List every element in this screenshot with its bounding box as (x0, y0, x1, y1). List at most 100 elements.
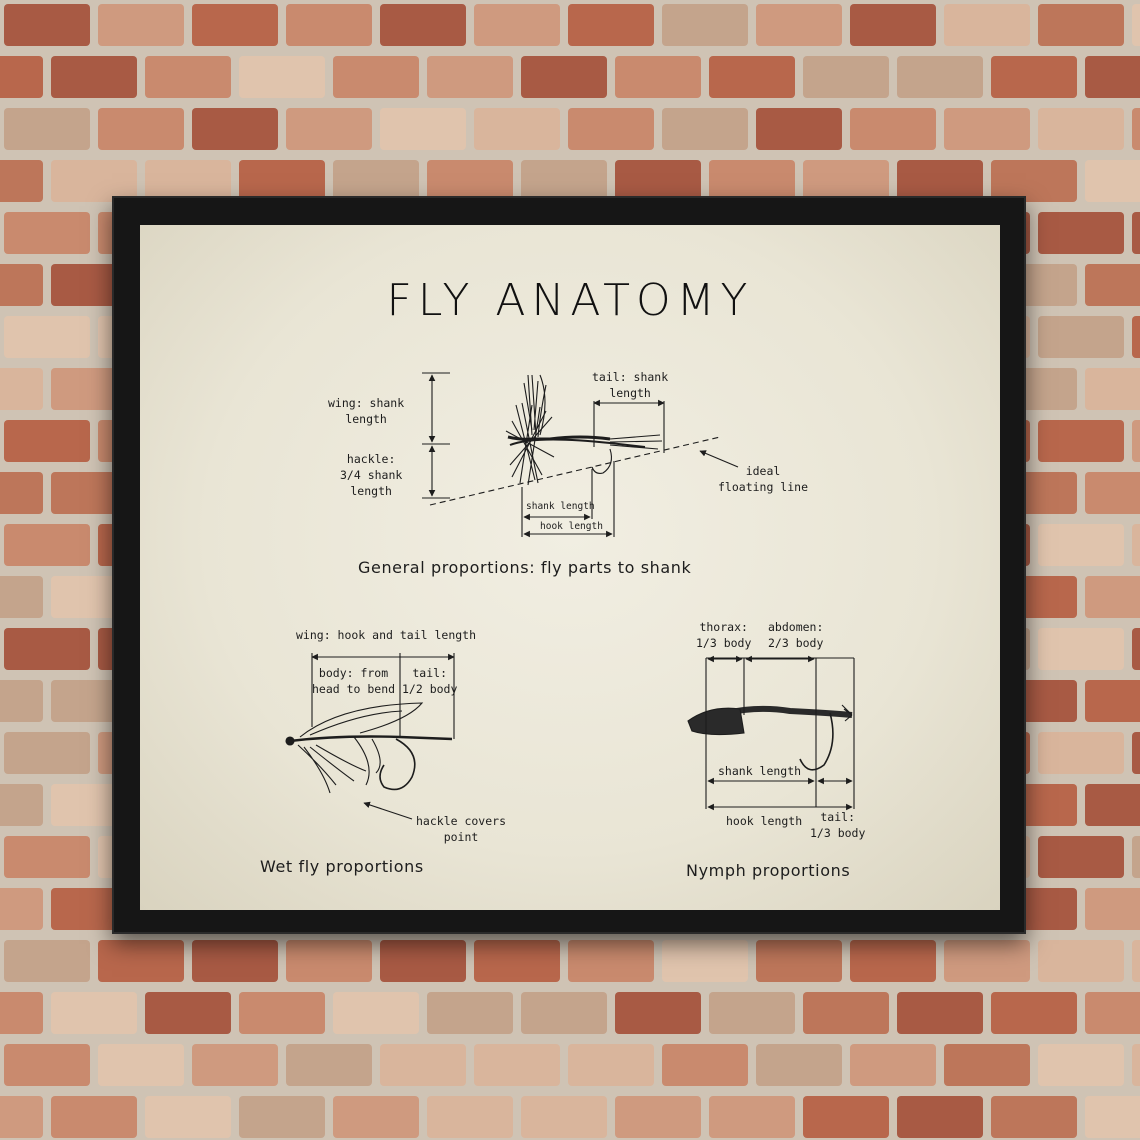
nymph-illustration (687, 704, 853, 771)
brick (474, 1044, 560, 1086)
brick (615, 56, 701, 98)
poster: FLY ANATOMY (140, 225, 1000, 910)
brick (803, 1096, 889, 1138)
brick (4, 836, 90, 878)
brick (897, 992, 983, 1034)
brick (239, 1096, 325, 1138)
brick (1038, 108, 1124, 150)
brick (4, 628, 90, 670)
brick (568, 1044, 654, 1086)
brick (1038, 420, 1124, 462)
brick (474, 4, 560, 46)
wet-wing-label: wing: hook and tail length (296, 628, 477, 642)
dry-shank-length-label: shank length (526, 501, 595, 512)
brick (333, 160, 419, 202)
brick (1038, 732, 1124, 774)
brick (709, 160, 795, 202)
brick (239, 56, 325, 98)
brick (1132, 524, 1140, 566)
brick (380, 4, 466, 46)
brick (1085, 888, 1140, 930)
brick (51, 160, 137, 202)
brick (4, 420, 90, 462)
brick (1132, 108, 1140, 150)
brick (0, 576, 43, 618)
brick (0, 160, 43, 202)
brick (286, 4, 372, 46)
brick (145, 56, 231, 98)
brick (756, 1044, 842, 1086)
brick (474, 940, 560, 982)
dry-hook-length-label: hook length (540, 521, 603, 532)
brick (991, 1096, 1077, 1138)
brick (4, 1044, 90, 1086)
brick (1085, 368, 1140, 410)
brick (0, 368, 43, 410)
brick (568, 940, 654, 982)
brick (239, 992, 325, 1034)
nymph-hook-length-label: hook length (726, 814, 803, 828)
brick (1038, 316, 1124, 358)
brick (4, 4, 90, 46)
dry-wing-label: wing: shank length (328, 396, 405, 426)
brick (662, 108, 748, 150)
brick (944, 4, 1030, 46)
brick (756, 4, 842, 46)
brick (1085, 264, 1140, 306)
wet-hackle-label: hackle covers point (416, 814, 507, 844)
brick (380, 108, 466, 150)
brick (850, 4, 936, 46)
brick (286, 1044, 372, 1086)
brick (709, 1096, 795, 1138)
wet-fly-illustration (285, 702, 453, 794)
brick (98, 940, 184, 982)
brick (991, 160, 1077, 202)
poster-title: FLY ANATOMY (386, 275, 754, 326)
wet-body-label: body: from head to bend (312, 666, 396, 696)
nymph-caption: Nymph proportions (686, 861, 851, 880)
dry-fly-caption: General proportions: fly parts to shank (358, 558, 692, 577)
nymph-tail-label: tail: 1/3 body (810, 810, 866, 840)
brick (1085, 576, 1140, 618)
brick (897, 160, 983, 202)
brick (1132, 212, 1140, 254)
brick (1132, 4, 1140, 46)
brick (4, 524, 90, 566)
wet-fly-caption: Wet fly proportions (260, 857, 424, 876)
brick (4, 316, 90, 358)
brick (192, 108, 278, 150)
brick (897, 1096, 983, 1138)
brick (333, 56, 419, 98)
brick (239, 160, 325, 202)
brick (521, 992, 607, 1034)
brick (1132, 836, 1140, 878)
nymph-thorax-label: thorax: 1/3 body (696, 620, 752, 650)
brick (1132, 940, 1140, 982)
diagram-lines (285, 372, 855, 820)
brick (192, 940, 278, 982)
brick (333, 1096, 419, 1138)
brick (380, 1044, 466, 1086)
brick (521, 56, 607, 98)
brick (98, 108, 184, 150)
brick (0, 784, 43, 826)
brick (991, 992, 1077, 1034)
brick (850, 1044, 936, 1086)
brick (1038, 836, 1124, 878)
brick (803, 992, 889, 1034)
brick (803, 56, 889, 98)
brick (897, 56, 983, 98)
dry-fly-illustration (505, 374, 663, 486)
brick (427, 1096, 513, 1138)
brick (662, 1044, 748, 1086)
brick (709, 992, 795, 1034)
brick (145, 1096, 231, 1138)
brick (0, 992, 43, 1034)
dry-hackle-label: hackle: 3/4 shank length (340, 452, 403, 498)
brick (427, 992, 513, 1034)
brick (615, 160, 701, 202)
dry-tail-label: tail: shank length (592, 370, 669, 400)
brick (1132, 420, 1140, 462)
brick (1085, 1096, 1140, 1138)
nymph-abdomen-label: abdomen: 2/3 body (768, 620, 824, 650)
